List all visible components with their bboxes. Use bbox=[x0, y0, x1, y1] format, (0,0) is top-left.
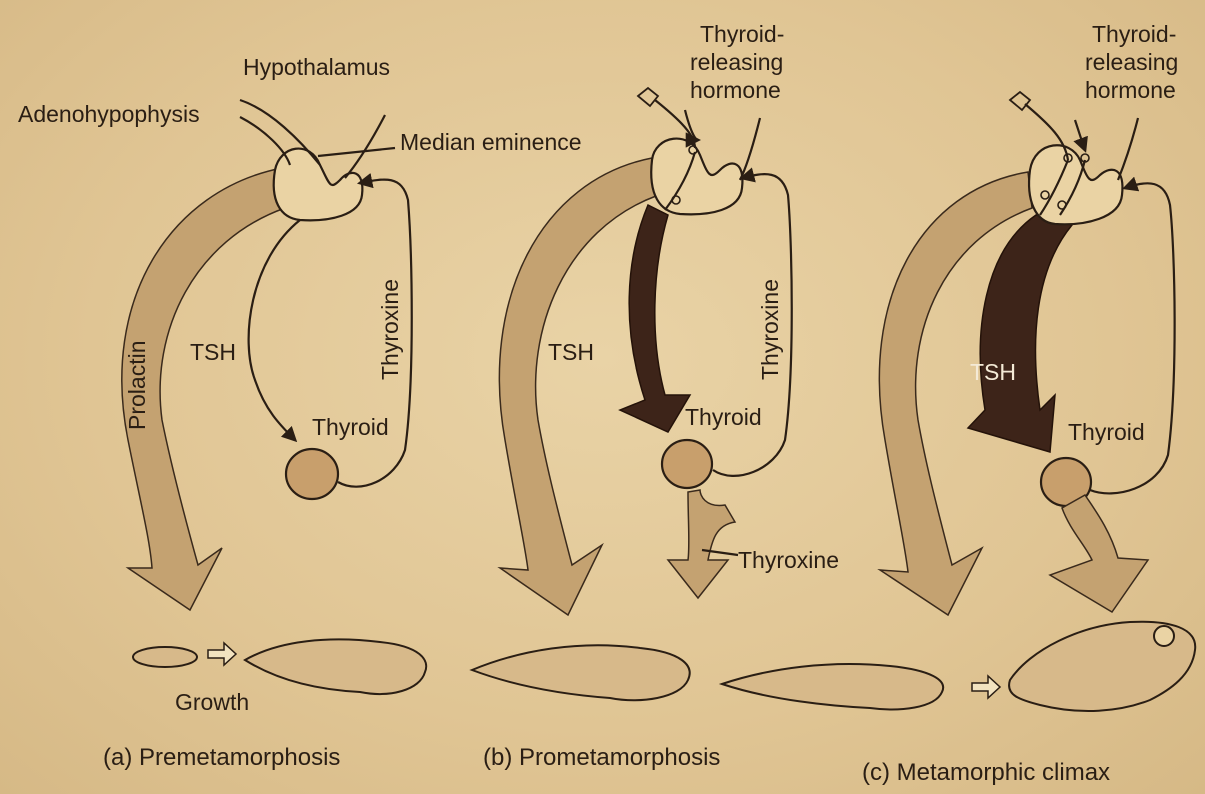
thyroid-label-b: Thyroid bbox=[685, 404, 762, 430]
trh-label-b-line3: hormone bbox=[690, 77, 781, 103]
thyroxine-loop-label-b: Thyroxine bbox=[757, 279, 783, 380]
small-tadpole bbox=[133, 647, 197, 667]
trh-label-b-line1: Thyroid- bbox=[700, 21, 784, 47]
prolactin-label: Prolactin bbox=[124, 341, 150, 430]
panel-c-thyroxine-output-arrow bbox=[1050, 495, 1148, 612]
thyroid-gland-a bbox=[286, 449, 338, 499]
panel-b-light-arrow bbox=[499, 158, 656, 615]
panel-c-tsh-dark-arrow bbox=[968, 215, 1072, 452]
panel-c-arrow-icon bbox=[972, 676, 1000, 698]
panel-b-thyroxine-output-arrow bbox=[668, 490, 735, 598]
panel-b-stalk-line bbox=[740, 118, 760, 180]
panel-c-trh-fiber-2 bbox=[1075, 120, 1085, 150]
growth-arrow-icon bbox=[208, 643, 236, 665]
large-tadpole bbox=[245, 639, 426, 694]
tsh-label-c: TSH bbox=[970, 359, 1016, 385]
growth-label: Growth bbox=[175, 689, 249, 715]
trh-label-c-line2: releasing bbox=[1085, 49, 1178, 75]
thyroid-label-a: Thyroid bbox=[312, 414, 389, 440]
panel-c-thyroxine-loop bbox=[1090, 183, 1175, 493]
caption-a: (a) Premetamorphosis bbox=[103, 744, 340, 771]
panel-c-stalk-line bbox=[1118, 118, 1138, 180]
panel-b-tadpole bbox=[472, 645, 690, 700]
panel-a bbox=[122, 100, 426, 694]
hypothalamus-label: Hypothalamus bbox=[243, 54, 390, 80]
panel-b bbox=[472, 88, 792, 700]
panel-b-tsh-dark-arrow bbox=[620, 205, 690, 432]
panel-c-frog-eye bbox=[1154, 626, 1174, 646]
stalk-line bbox=[345, 115, 385, 178]
tsh-label-b: TSH bbox=[548, 339, 594, 365]
panel-c-neuron-icon bbox=[1010, 92, 1030, 110]
adenohypophysis-label: Adenohypophysis bbox=[18, 101, 200, 127]
thyroxine-out-label-b: Thyroxine bbox=[738, 547, 839, 573]
trh-label-c-line3: hormone bbox=[1085, 77, 1176, 103]
trh-label-c-line1: Thyroid- bbox=[1092, 21, 1176, 47]
panel-c-tadpole bbox=[722, 664, 943, 709]
thyroid-gland-b bbox=[662, 440, 712, 488]
median-eminence-pointer bbox=[318, 148, 395, 156]
thyroid-label-c: Thyroid bbox=[1068, 419, 1145, 445]
tsh-label-a: TSH bbox=[190, 339, 236, 365]
caption-c: (c) Metamorphic climax bbox=[862, 759, 1110, 786]
panel-b-neuron-icon bbox=[638, 88, 658, 106]
median-eminence-label: Median eminence bbox=[400, 129, 582, 155]
caption-b: (b) Prometamorphosis bbox=[483, 744, 720, 771]
trh-label-b-line2: releasing bbox=[690, 49, 783, 75]
tsh-thin-arrow bbox=[249, 220, 300, 440]
panel-c bbox=[722, 92, 1195, 711]
thyroxine-label-a: Thyroxine bbox=[377, 279, 403, 380]
